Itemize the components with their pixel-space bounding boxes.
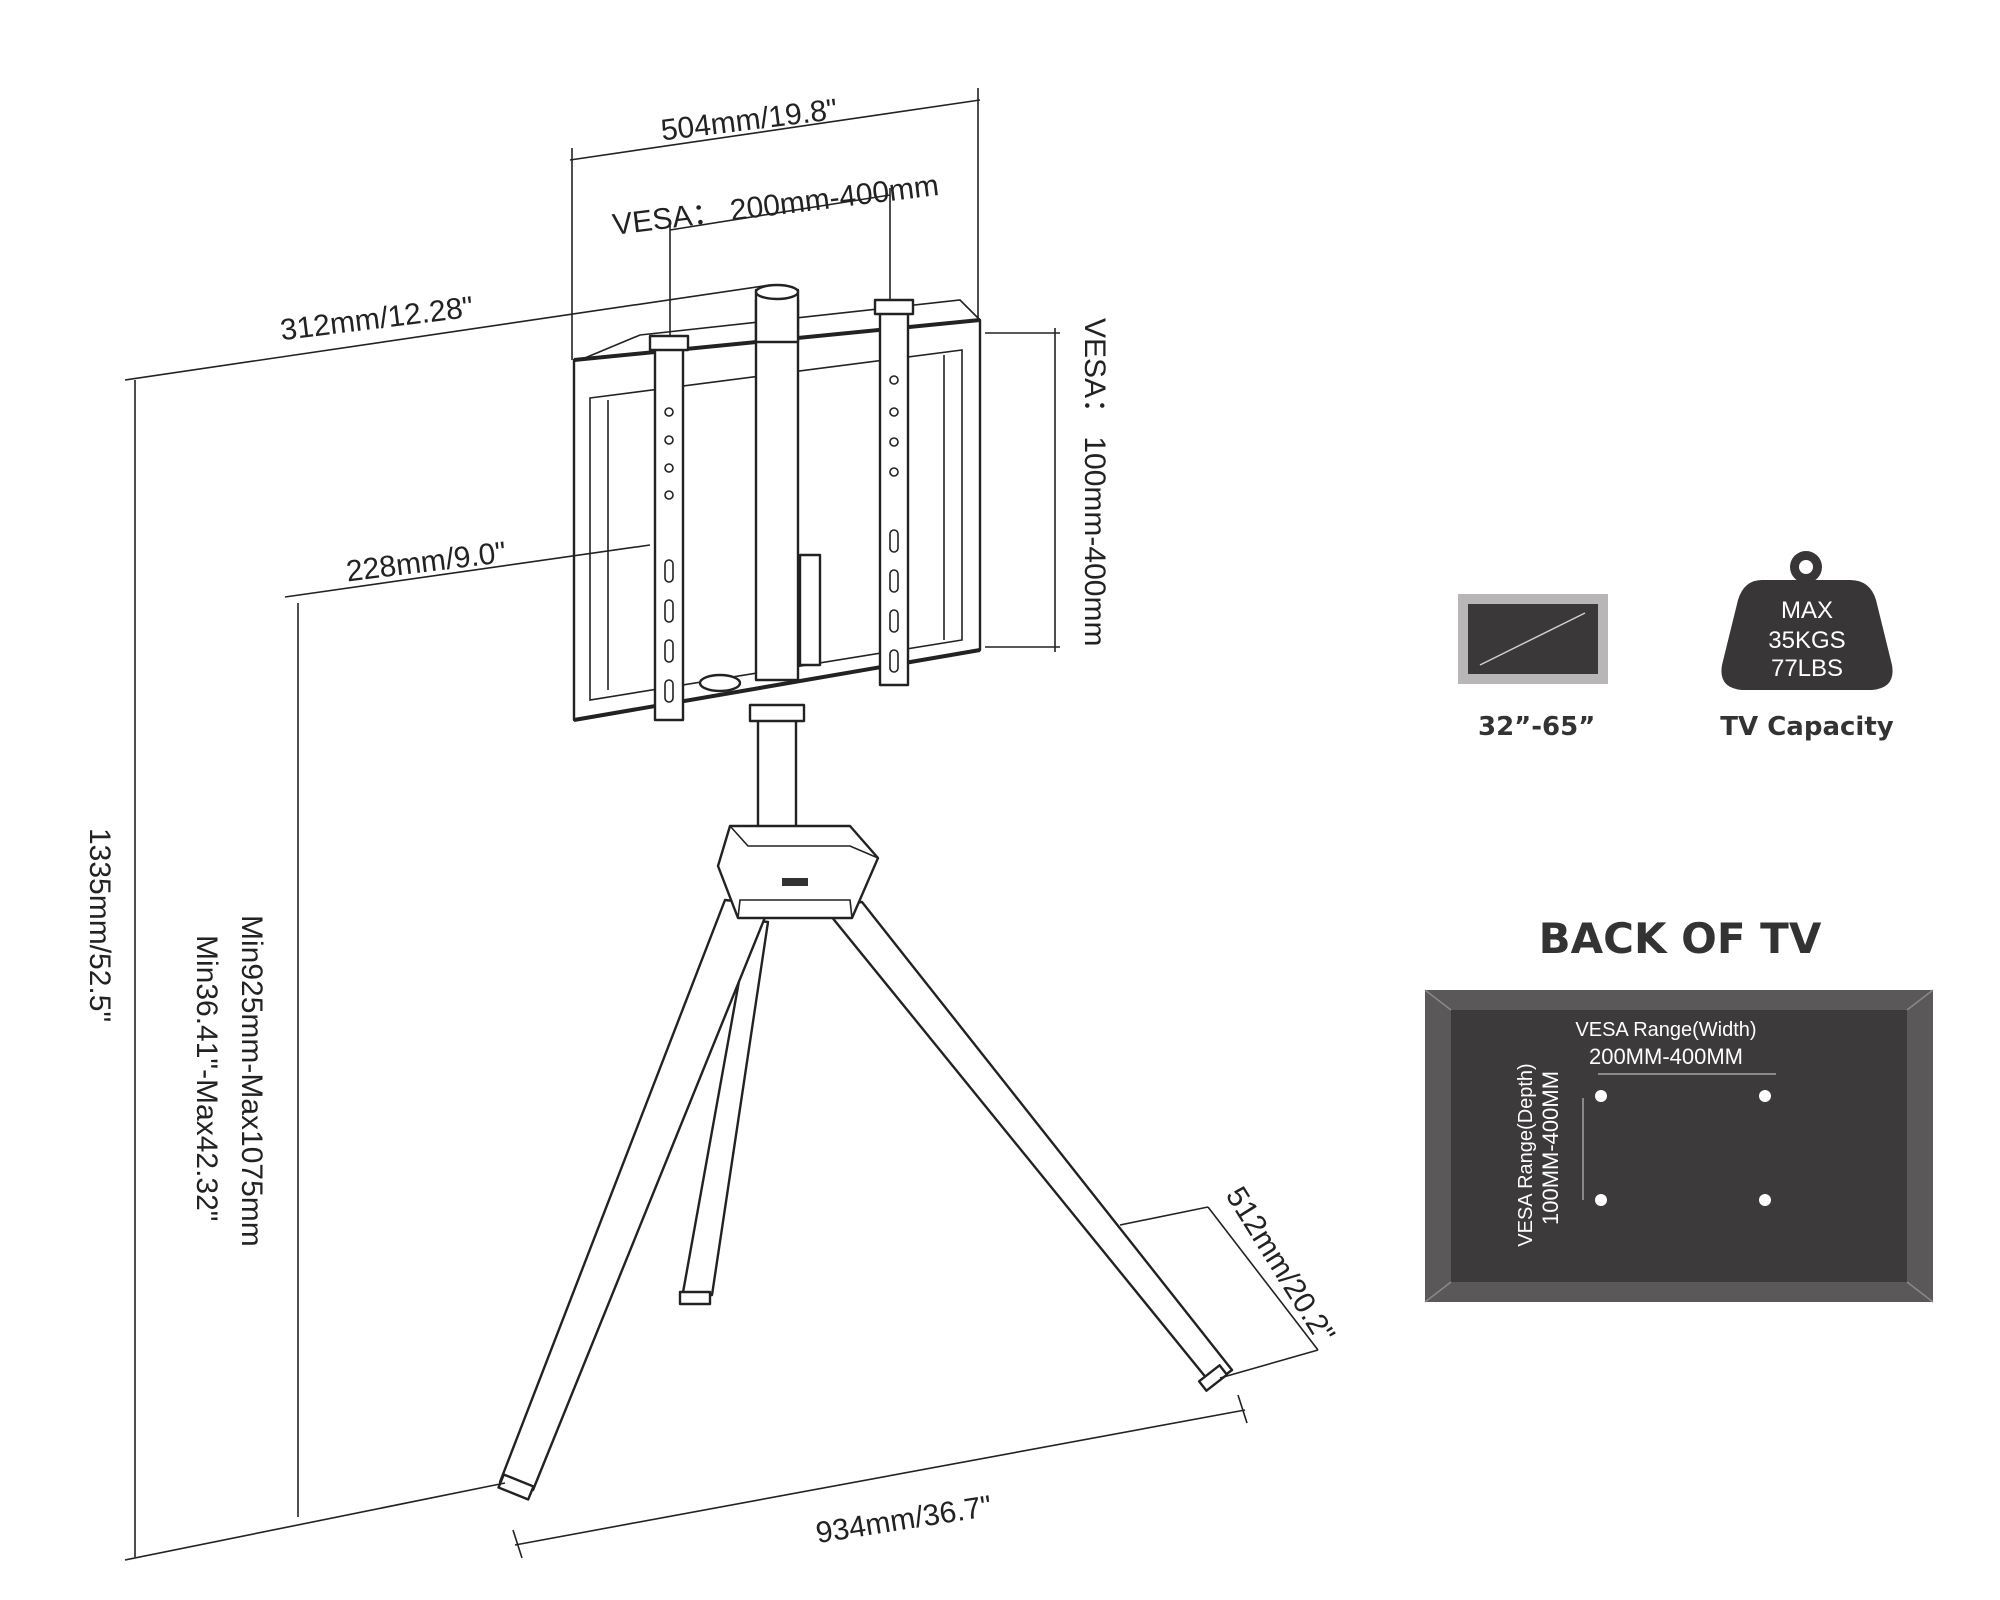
vesa-hole-bottom-left — [1595, 1194, 1607, 1206]
center-column — [756, 716, 798, 840]
vesa-depth-range-label: VESA Range(Depth) — [1515, 1063, 1537, 1246]
weight-max: MAX — [1781, 597, 1833, 624]
vesa-width-range-value: 200MM-400MM — [1589, 1044, 1743, 1069]
vesa-hole-bottom-right — [1759, 1194, 1771, 1206]
tv-back-surface — [1451, 1010, 1907, 1282]
tv-capacity-label: TV Capacity — [1720, 712, 1893, 742]
vesa-depth-range-value: 100MM-400MM — [1538, 1071, 1563, 1225]
vesa-hole-top-right — [1759, 1090, 1771, 1102]
total-height-label: 1335mm/52.5" — [83, 828, 116, 1022]
front-leg-foot — [497, 1473, 535, 1501]
weight-badge: MAX 35KGS 77LBS TV Capacity — [1720, 551, 1894, 742]
logo-plate — [782, 878, 808, 886]
base-width-label: 934mm/36.7" — [814, 1490, 994, 1550]
adjust-height-in-label: Min36.41"-Max42.32" — [190, 935, 223, 1221]
dimension-lines — [124, 88, 1319, 1561]
back-of-tv-title: BACK OF TV — [1539, 914, 1822, 963]
front-leg — [498, 898, 772, 1492]
vesa-width-range-label: VESA Range(Width) — [1575, 1019, 1756, 1041]
right-leg — [820, 900, 1234, 1387]
top-depth-label: 312mm/12.28" — [278, 291, 475, 347]
bracket-clip — [798, 553, 822, 667]
bracket-column — [754, 298, 800, 682]
weight-lbs: 77LBS — [1771, 655, 1843, 682]
back-of-tv-panel: VESA Range(Width) 200MM-400MM VESA Range… — [1424, 989, 1934, 1303]
rear-leg-foot — [678, 1290, 712, 1306]
screen-size-label: 32”-65” — [1478, 712, 1595, 742]
overall-width-label: 504mm/19.8" — [659, 93, 839, 147]
weight-kgs: 35KGS — [1768, 627, 1845, 654]
right-leg-foot — [1197, 1364, 1229, 1392]
bracket-depth-label: 228mm/9.0" — [344, 536, 508, 588]
adjust-height-mm-label: Min925mm-Max1075mm — [235, 915, 268, 1247]
right-vesa-arm — [873, 298, 915, 687]
base-depth-label: 512mm/20.2" — [1219, 1181, 1341, 1349]
column-collar — [748, 703, 806, 723]
left-vesa-arm — [648, 334, 690, 722]
screen-size-badge: 32”-65” — [1458, 594, 1608, 742]
vesa-height-label: VESA： 100mm-400mm — [1078, 318, 1111, 646]
tv-stand-illustration — [497, 283, 1234, 1501]
vesa-hole-top-left — [1595, 1090, 1607, 1102]
weight-icon — [1721, 580, 1893, 690]
vesa-width-label: VESA： 200mm-400mm — [611, 169, 941, 242]
